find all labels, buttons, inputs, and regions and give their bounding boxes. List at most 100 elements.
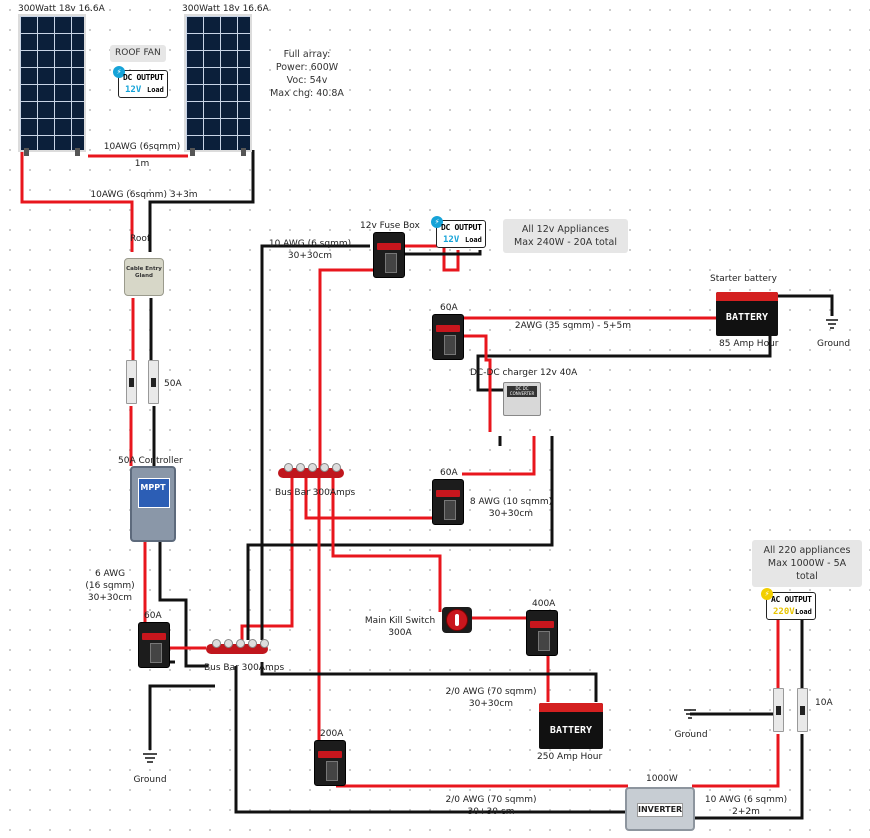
wire-solar-pos <box>20 150 134 252</box>
ac-output-voltage: 220V <box>773 607 795 617</box>
ac-output-title: AC OUTPUT <box>771 595 812 604</box>
starter-breaker <box>432 314 464 360</box>
panel-terminal <box>75 148 80 156</box>
appliances-220v-line: All 220 appliances <box>763 545 851 556</box>
dcdc-charger: DC DC CONVERTER <box>503 382 541 416</box>
wire-fusebox-out-neg <box>405 250 482 256</box>
panel-left-label: 300Watt 18v 16.6A <box>18 4 105 14</box>
wire-fusebox-out-pos <box>405 244 460 272</box>
fusebox-dc-output: ⚡ DC OUTPUT 12V Load <box>431 216 486 248</box>
inverter-out-wire-line: 10 AWG (6 sqmm) <box>704 795 788 805</box>
ground-label-right-top: Ground <box>817 339 851 349</box>
starter-battery-text: BATTERY <box>725 312 769 323</box>
mppt-controller: MPPT <box>130 466 176 542</box>
wire-charger-pos <box>304 474 434 520</box>
bus-stud <box>308 463 317 472</box>
house-battery-text: BATTERY <box>549 725 593 736</box>
fusebox-wire-label: 10 AWG (6 sqmm) 30+30cm <box>269 238 351 262</box>
house-wire-line: 2/0 AWG (70 sqmm) <box>445 687 537 697</box>
controller-wire-line: (16 sqmm) <box>85 581 135 591</box>
appliances-12v-line: Max 240W - 20A total <box>514 237 617 248</box>
wire-house-neg <box>260 662 598 702</box>
mppt-screen-text: MPPT <box>140 483 166 492</box>
pv-isolator-label: 50A <box>164 379 182 389</box>
inverter-in-wire-line: 2/0 AWG (70 sqmm) <box>445 795 537 805</box>
dc-output-load: Load <box>465 236 482 244</box>
down-wire-label: 10AWG (6sqmm) 3+3m <box>90 190 198 200</box>
ground-icon <box>143 753 157 763</box>
inverter-breaker <box>314 740 346 786</box>
panel-terminal <box>241 148 246 156</box>
dc-output-voltage: 12V <box>443 235 460 245</box>
house-wire-label: 2/0 AWG (70 sqmm) 30+30cm <box>445 686 536 710</box>
pv-isolator-breaker-neg <box>148 360 159 404</box>
kill-switch-knob[interactable] <box>446 609 468 631</box>
bus-stud <box>296 463 305 472</box>
starter-breaker-label: 60A <box>440 303 458 313</box>
wire-ac-pos <box>692 734 780 788</box>
battery-top <box>716 292 778 301</box>
dcdc-label: DC-DC charger 12v 40A <box>470 368 578 378</box>
lightning-icon: ⚡ <box>113 66 125 78</box>
ground-label-ac: Ground <box>674 730 708 740</box>
fusebox-wire-line: 10 AWG (6 sqmm) <box>268 239 352 249</box>
house-battery: BATTERY <box>539 703 603 749</box>
controller-wire-line: 6 AWG <box>94 569 126 579</box>
controller-breaker-label: 60A <box>144 611 162 621</box>
ac-isolator-label: 10A <box>815 698 833 708</box>
battery-main-breaker-label: 400A <box>532 599 556 609</box>
kill-switch[interactable] <box>442 607 472 633</box>
inverter-power-label: 1000W <box>646 774 678 784</box>
charger-breaker-label: 60A <box>440 468 458 478</box>
ground-icon <box>826 319 838 329</box>
controller-wire-line: 30+30cm <box>87 593 133 603</box>
lightning-icon: ⚡ <box>431 216 443 228</box>
panel-right-label: 300Watt 18v 16.6A <box>182 4 269 14</box>
roof-fan-dc-output: ⚡ DC OUTPUT 12V Load <box>113 66 168 98</box>
bus-bar-bottom-label: Bus Bar 300Amps <box>204 663 285 673</box>
inverter: INVERTER <box>625 787 695 831</box>
fusebox <box>373 232 405 278</box>
cable-entry-gland: Cable Entry Gland <box>124 258 164 296</box>
bus-bar-top <box>278 463 344 478</box>
roof-fan-label: ROOF FAN <box>110 45 166 62</box>
bus-stud <box>248 639 257 648</box>
full-array-line: Voc: 54v <box>286 75 328 86</box>
panel-terminal <box>190 148 195 156</box>
killswitch-line: 300A <box>388 628 412 638</box>
wire-fusebox-neg <box>260 244 370 640</box>
wire-ground-left <box>148 684 215 750</box>
starter-battery: BATTERY <box>716 292 778 336</box>
house-battery-caption: 250 Amp Hour <box>537 752 603 762</box>
controller-wire-label: 6 AWG (16 sqmm) 30+30cm <box>85 568 134 604</box>
bus-stud <box>320 463 329 472</box>
house-wire-line: 30+30cm <box>468 699 514 709</box>
dc-output-load: Load <box>147 86 164 94</box>
mppt-screen <box>138 478 170 508</box>
solar-panel-right <box>184 14 252 156</box>
full-array-info: Full array: Power: 600W Voc: 54v Max chg… <box>268 48 346 100</box>
controller-label: 50A Controller <box>118 456 183 466</box>
roof-fan-text: ROOF FAN <box>115 48 161 58</box>
appliances-220v-note: All 220 appliances Max 1000W - 5A total <box>752 540 862 587</box>
dcdc-wire-line: 30+30cm <box>488 509 534 519</box>
dc-output-title: DC OUTPUT <box>441 223 482 232</box>
full-array-line: Power: 600W <box>275 62 339 73</box>
appliances-12v-note: All 12v Appliances Max 240W - 20A total <box>503 219 628 253</box>
appliances-220v-line: Max 1000W - 5A total <box>767 558 847 582</box>
panel-terminal <box>24 148 29 156</box>
wire-starter-neg <box>778 294 834 316</box>
dcdc-wire-label: 8 AWG (10 sqmm) 30+30cm <box>470 496 552 520</box>
inverter-label: INVERTER <box>637 803 683 817</box>
wire-fusebox-pos <box>318 268 378 470</box>
bus-stud <box>260 639 269 648</box>
inverter-in-wire-line: 30+30 cm <box>467 807 515 817</box>
starter-wire-label: 2AWG (35 sqmm) - 5+5m <box>514 321 632 331</box>
battery-top <box>539 703 603 712</box>
inverter-in-wire-label: 2/0 AWG (70 sqmm) 30+30 cm <box>445 794 536 818</box>
wire-busbar-link <box>240 474 294 640</box>
ac-output: ⚡ AC OUTPUT 220V Load <box>761 588 816 620</box>
killswitch-label: Main Kill Switch 300A <box>365 615 435 639</box>
inverter-out-wire-line: 2+2m <box>732 807 760 817</box>
starter-battery-label: Starter battery <box>710 274 777 284</box>
